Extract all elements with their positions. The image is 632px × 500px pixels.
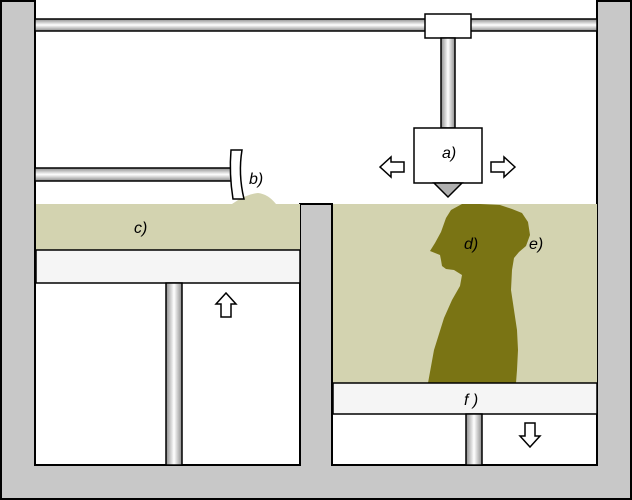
roller-arm [34,167,236,182]
gantry-carriage [424,13,472,39]
arrow-down-icon [518,422,542,449]
roller-blade [229,149,245,200]
arrow-right-icon [490,155,517,179]
label-roller: b) [249,171,263,188]
printed-object-bust [428,204,530,383]
print-nozzle [432,182,464,199]
arrow-up-icon [214,291,238,318]
supply-piston-rod [165,282,183,466]
print-head [413,127,483,184]
label-printed-object: d) [464,236,478,253]
supply-platform [35,249,301,284]
powder-pile [232,193,276,204]
arrow-left-icon [378,155,405,179]
label-build-platform: f ) [464,392,478,409]
label-powder-bed: e) [529,236,543,253]
label-print-head: a) [442,145,456,162]
label-powder-supply: c) [134,220,147,237]
powder-supply [36,204,300,250]
build-platform [332,382,598,415]
top-gantry-rail [34,18,598,32]
printhead-rod [440,37,456,129]
build-piston-rod [465,413,483,466]
